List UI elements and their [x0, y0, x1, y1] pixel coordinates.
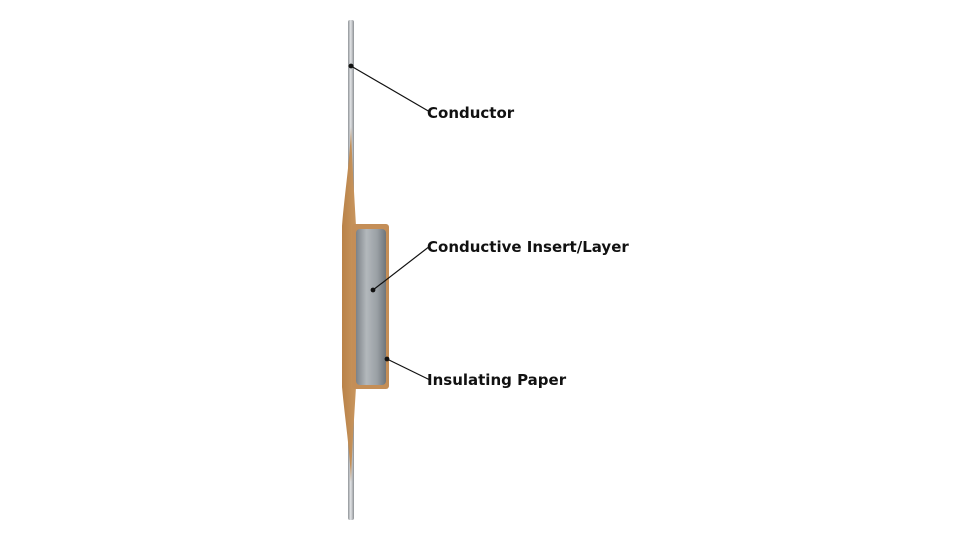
- conductor-leader-dot: [348, 63, 354, 69]
- conductive-insert-label: Conductive Insert/Layer: [427, 238, 629, 256]
- insert-leader-line: [372, 245, 431, 291]
- paper-leader-dot: [384, 356, 390, 362]
- conductor-label: Conductor: [427, 104, 515, 122]
- insert-leader-dot: [370, 287, 376, 293]
- conductor-leader-line: [350, 65, 431, 113]
- conductive-insert: [356, 229, 386, 385]
- insulating-paper-label: Insulating Paper: [427, 371, 567, 389]
- paper-leader-line: [386, 358, 431, 381]
